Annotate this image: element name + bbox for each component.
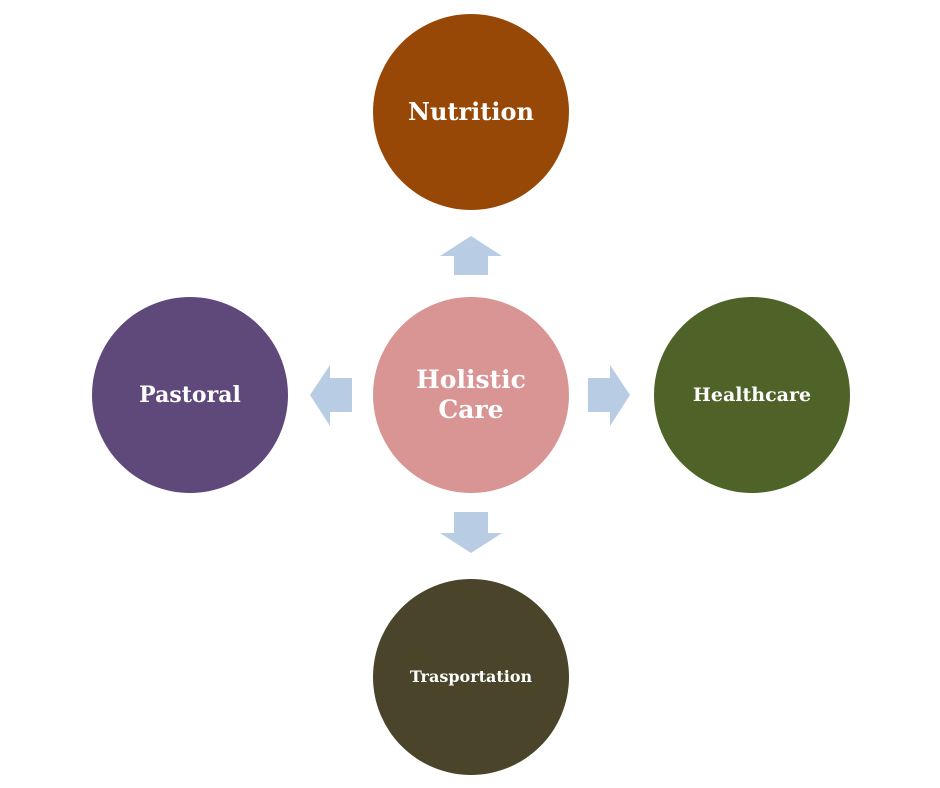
arrow-left-to-pastoral <box>310 365 352 426</box>
nutrition-node: Nutrition <box>373 14 569 210</box>
nutrition-label: Nutrition <box>408 96 534 126</box>
arrow-up-to-nutrition <box>440 236 502 275</box>
arrow-right-to-healthcare <box>588 365 630 426</box>
holistic-care-label-line2: Care <box>438 395 504 424</box>
holistic-care-node: Holistic Care <box>373 297 569 493</box>
arrow-down-to-transportation <box>440 512 502 553</box>
pastoral-label: Pastoral <box>139 381 241 408</box>
healthcare-label: Healthcare <box>692 383 812 406</box>
transportation-node: Trasportation <box>373 579 569 775</box>
healthcare-node: Healthcare <box>654 297 850 493</box>
holistic-care-label-line1: Holistic <box>416 365 526 394</box>
pastoral-node: Pastoral <box>92 297 288 493</box>
transportation-label: Trasportation <box>409 667 533 687</box>
